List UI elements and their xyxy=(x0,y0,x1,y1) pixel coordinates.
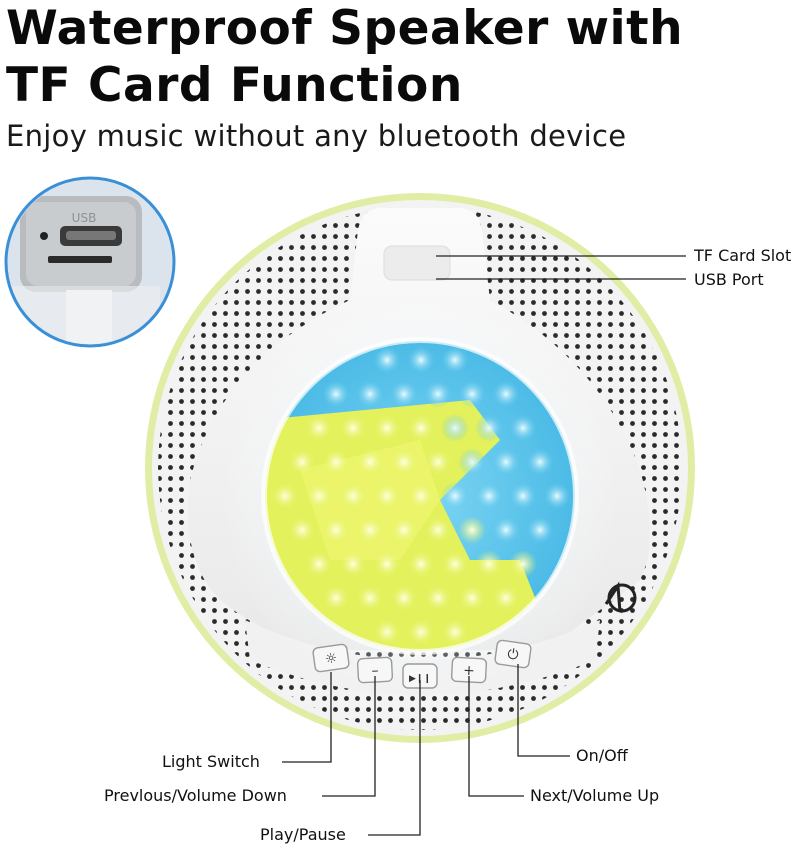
led-dot xyxy=(339,550,367,578)
led-dot xyxy=(390,380,418,408)
led-dot xyxy=(492,380,520,408)
brand-logo xyxy=(604,581,637,613)
led-dot xyxy=(475,482,503,510)
led-dot xyxy=(424,584,452,612)
callout-lines xyxy=(282,255,686,836)
headline-line-2: TF Card Function xyxy=(6,58,463,113)
play-pause-label: Play/Pause xyxy=(260,825,346,844)
led-dot xyxy=(288,448,316,476)
led-dot xyxy=(509,414,537,442)
led-dot xyxy=(305,414,333,442)
power-button[interactable]: ⏻ xyxy=(494,639,532,669)
tf-card-slot-label: TF Card Slot xyxy=(694,246,792,265)
led-dot xyxy=(441,346,469,374)
sun-icon: ☼ xyxy=(324,650,339,668)
led-dot xyxy=(373,414,401,442)
light-switch-label: Light Switch xyxy=(162,752,260,771)
led-dot xyxy=(322,584,350,612)
led-dot xyxy=(373,618,401,646)
led-dot xyxy=(356,584,384,612)
led-dot xyxy=(441,550,469,578)
power-icon: ⏻ xyxy=(506,646,519,663)
led-dot xyxy=(526,516,554,544)
led-dot xyxy=(543,482,571,510)
led-dot xyxy=(407,618,435,646)
led-dot xyxy=(373,550,401,578)
led-dot xyxy=(305,482,333,510)
on-off-label: On/Off xyxy=(576,746,628,765)
led-dot xyxy=(424,448,452,476)
led-dot xyxy=(441,414,469,442)
led-dot xyxy=(322,516,350,544)
minus-icon: – xyxy=(371,663,379,679)
led-dot xyxy=(407,414,435,442)
led-dot xyxy=(492,584,520,612)
led-dot xyxy=(407,482,435,510)
led-dot xyxy=(458,448,486,476)
led-dot xyxy=(288,516,316,544)
led-dot xyxy=(271,482,299,510)
led-dot xyxy=(339,414,367,442)
headline-line-1: Waterproof Speaker with xyxy=(6,1,684,56)
led-dot xyxy=(339,482,367,510)
plus-icon: + xyxy=(463,663,476,680)
led-dot xyxy=(526,448,554,476)
led-dot xyxy=(322,380,350,408)
port-cover xyxy=(383,245,451,281)
next-volume-up-label: Next/Volume Up xyxy=(530,786,660,805)
headline-title: Waterproof Speaker with TF Card Function xyxy=(6,0,683,114)
led-dot xyxy=(509,550,537,578)
usb-port-label: USB Port xyxy=(694,270,764,289)
led-dot xyxy=(356,380,384,408)
led-dot xyxy=(458,584,486,612)
light-switch-button[interactable]: ☼ xyxy=(312,643,350,673)
led-dot xyxy=(373,346,401,374)
led-dot xyxy=(305,550,333,578)
previous-volume-down-label: Prevlous/Volume Down xyxy=(104,786,287,805)
led-dot xyxy=(424,380,452,408)
led-dot xyxy=(390,516,418,544)
led-dot xyxy=(356,516,384,544)
led-dot xyxy=(424,516,452,544)
led-dot xyxy=(458,380,486,408)
led-dot xyxy=(390,584,418,612)
led-dot xyxy=(441,618,469,646)
led-dot xyxy=(441,482,469,510)
led-dot xyxy=(356,448,384,476)
led-dot xyxy=(407,346,435,374)
led-dot xyxy=(492,516,520,544)
play-pause-icon: ▶❙❙ xyxy=(409,674,431,684)
led-dot xyxy=(407,550,435,578)
led-dot xyxy=(475,414,503,442)
led-dot xyxy=(373,482,401,510)
led-dot xyxy=(458,516,486,544)
led-dot xyxy=(390,448,418,476)
inset-usb-label: USB xyxy=(72,211,97,225)
led-dot xyxy=(492,448,520,476)
led-dot xyxy=(322,448,350,476)
usb-port-inset: USB xyxy=(4,176,176,348)
led-dot xyxy=(475,550,503,578)
led-dot xyxy=(509,482,537,510)
led-panel xyxy=(265,341,575,651)
headline-subtitle: Enjoy music without any bluetooth device xyxy=(6,119,627,153)
